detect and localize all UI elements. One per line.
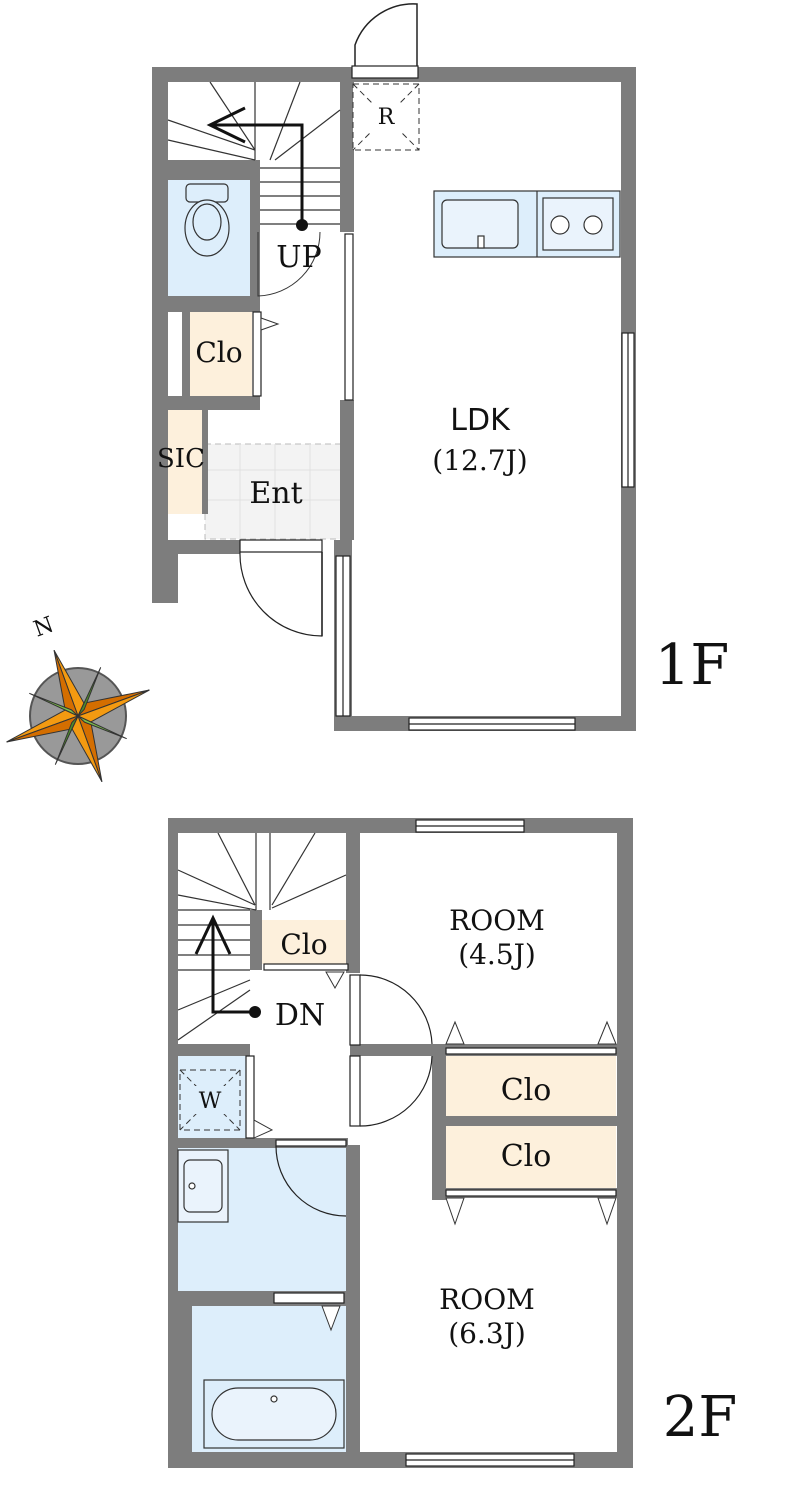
entrance-tile-pattern	[205, 444, 343, 539]
closet-door-marker	[260, 317, 280, 331]
room-b-name-label: ROOM	[439, 1283, 535, 1316]
windows-1f	[252, 233, 635, 731]
room-b-size-label: (6.3J)	[448, 1317, 526, 1350]
floor-2: Clo DN W ROOM (4.5J) Clo Clo ROOM (6.3J)…	[168, 818, 737, 1468]
vanity-sink-icon	[177, 1149, 229, 1223]
stairs-1f	[167, 81, 341, 225]
closet-hall-2f	[262, 920, 348, 964]
stairs-down-arrow	[194, 914, 261, 1018]
washer-label: W	[199, 1089, 222, 1114]
toilet-icon	[184, 183, 230, 257]
door-swings-2f	[275, 974, 433, 1217]
room-a-size-label: (4.5J)	[458, 938, 536, 971]
entrance-area	[204, 443, 344, 540]
entrance-door-frame	[239, 539, 323, 553]
door-frame-top	[351, 65, 419, 79]
closet-lower-label: Clo	[501, 1139, 552, 1174]
door-swing-top	[354, 3, 418, 68]
entrance-door-swing	[239, 551, 323, 637]
closet-lower-area	[446, 1126, 616, 1188]
walls-1f	[152, 67, 636, 731]
sic-area	[168, 410, 202, 514]
closet-label-1f: Clo	[195, 336, 242, 369]
refrigerator-label: R	[378, 105, 396, 130]
floor-1-label: 1F	[655, 633, 729, 698]
bathtub-icon	[203, 1379, 345, 1449]
closet-upper-label: Clo	[501, 1073, 552, 1108]
closet-hall-label: Clo	[280, 928, 327, 961]
toilet-door-swing	[257, 231, 321, 297]
floor-2-label: 2F	[663, 1385, 737, 1450]
floor-1: R UP Clo SIC Ent LDK (12.7J) 1F	[152, 0, 729, 731]
stairs-down-label: DN	[275, 998, 325, 1033]
ldk-size-label: (12.7J)	[432, 444, 527, 477]
sic-label: SIC	[157, 444, 205, 474]
windows-2f	[245, 819, 617, 1467]
stairs-up-arrow	[206, 106, 308, 231]
room-a-name-label: ROOM	[449, 904, 545, 937]
sliding-markers-2f	[253, 971, 617, 1332]
entrance-label: Ent	[249, 476, 302, 511]
north-label: N	[31, 612, 58, 642]
compass-icon: N	[6, 612, 150, 783]
kitchen-counter	[433, 190, 621, 258]
closet-upper-area	[446, 1056, 616, 1116]
stairs-up-label: UP	[276, 240, 321, 275]
closet-1f	[190, 312, 252, 396]
ldk-name-label: LDK	[450, 403, 511, 438]
